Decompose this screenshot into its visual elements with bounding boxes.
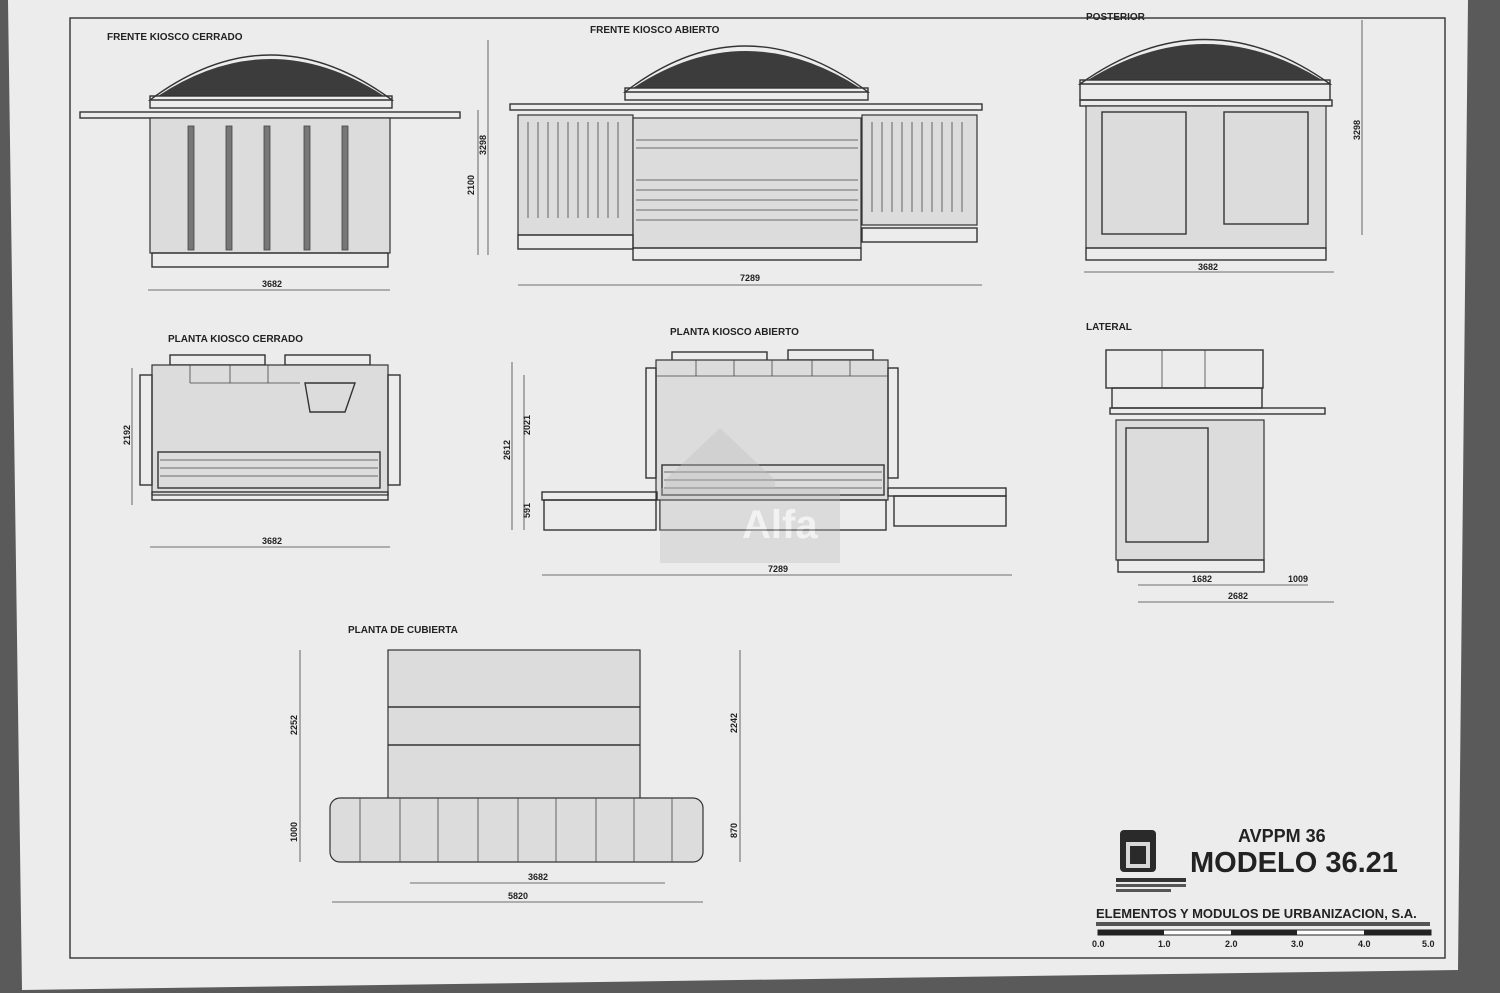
view-title: PLANTA KIOSCO ABIERTO: [670, 327, 799, 338]
scale-tick: 1.0: [1158, 939, 1171, 949]
watermark-text: Alfa: [742, 503, 818, 547]
scale-tick: 3.0: [1291, 939, 1304, 949]
dim-total: 2682: [1228, 591, 1248, 601]
dim-h2: 2021: [522, 415, 532, 435]
scale-bar: 0.0 1.0 2.0 3.0 4.0 5.0: [1092, 929, 1435, 949]
dim-width: 7289: [740, 273, 760, 283]
dim-h3: 591: [522, 503, 532, 518]
dim-h1: 2612: [502, 440, 512, 460]
view-posterior: POSTERIOR 3298 3682: [1077, 12, 1363, 273]
view-frente-abierto: FRENTE KIOSCO ABIERTO: [466, 25, 983, 286]
view-planta-cerrado: PLANTA KIOSCO CERRADO 2192 3682: [122, 334, 401, 548]
dim-h3: 2242: [729, 713, 739, 733]
model-code: AVPPM 36: [1238, 826, 1326, 846]
dim-width: 3682: [262, 279, 282, 289]
scale-tick: 0.0: [1092, 939, 1105, 949]
view-planta-abierto: PLANTA KIOSCO ABIERTO 2612 2021 591 7289: [502, 327, 1012, 576]
scale-tick: 4.0: [1358, 939, 1371, 949]
view-planta-cubierta: PLANTA DE CUBIERTA 2252 1000 2242 870 36…: [289, 625, 741, 903]
view-title: PLANTA KIOSCO CERRADO: [168, 334, 303, 345]
dim-a: 1682: [1192, 574, 1212, 584]
scale-tick: 2.0: [1225, 939, 1238, 949]
dim-h1: 2100: [466, 175, 476, 195]
dim-width: 7289: [768, 564, 788, 574]
dim-h2: 3298: [478, 135, 488, 155]
dim-h: 3298: [1352, 120, 1362, 140]
watermark: Alfa: [660, 428, 840, 563]
view-frente-cerrado: FRENTE KIOSCO CERRADO 3682: [79, 32, 461, 291]
view-title: FRENTE KIOSCO CERRADO: [107, 32, 243, 43]
dim-h2: 1000: [289, 822, 299, 842]
dim-w2: 5820: [508, 891, 528, 901]
dim-width: 3682: [262, 536, 282, 546]
model-name: MODELO 36.21: [1190, 847, 1398, 879]
view-title: LATERAL: [1086, 322, 1132, 333]
company-name: ELEMENTOS Y MODULOS DE URBANIZACION, S.A…: [1096, 906, 1417, 921]
dim-h: 2192: [122, 425, 132, 445]
drawing-frame: [69, 17, 1446, 959]
dim-h4: 870: [729, 823, 739, 838]
title-block: AVPPM 36 MODELO 36.21 ELEMENTOS Y MODULO…: [1092, 826, 1435, 949]
view-lateral: LATERAL 1682 1009 2682: [1086, 322, 1334, 603]
dim-w1: 3682: [528, 872, 548, 882]
dim-b: 1009: [1288, 574, 1308, 584]
coat-of-arms-icon: [1116, 830, 1186, 892]
dim-width: 3682: [1198, 262, 1218, 272]
view-title: FRENTE KIOSCO ABIERTO: [590, 25, 720, 36]
view-title: PLANTA DE CUBIERTA: [348, 625, 458, 636]
view-title: POSTERIOR: [1086, 12, 1146, 23]
scale-tick: 5.0: [1422, 939, 1435, 949]
dim-h1: 2252: [289, 715, 299, 735]
